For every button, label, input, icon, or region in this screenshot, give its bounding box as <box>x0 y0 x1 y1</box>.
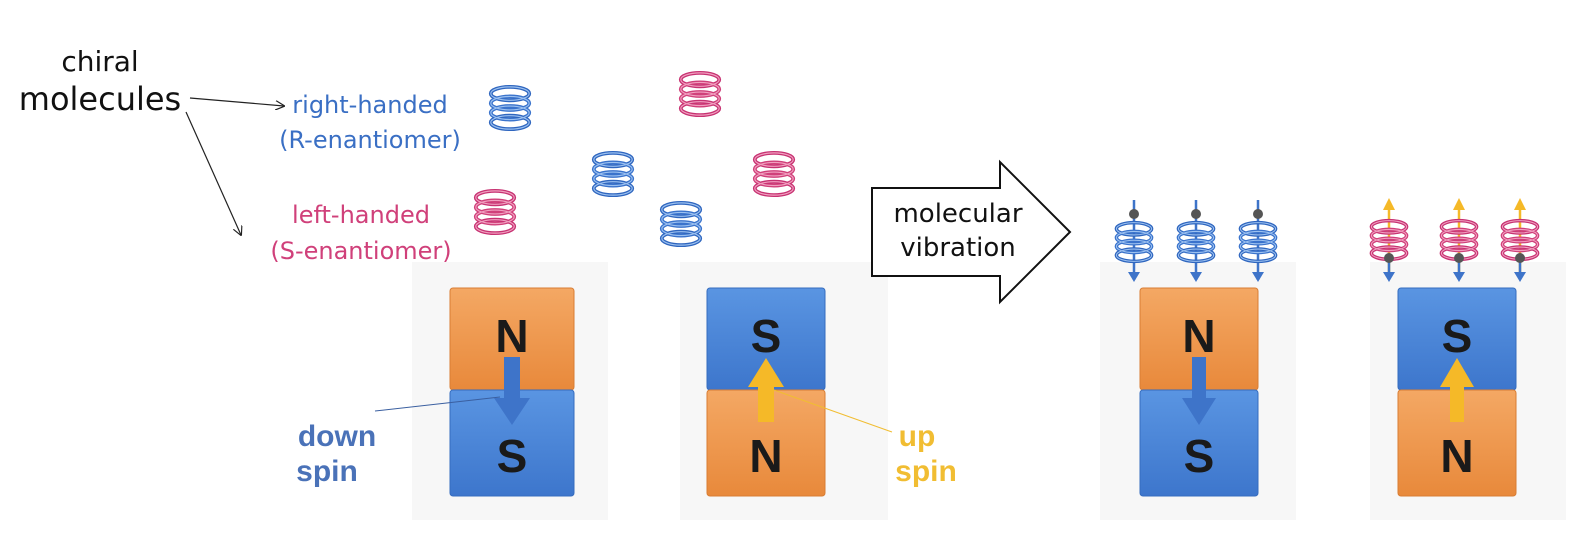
down-spin-arrow-icon <box>1182 357 1216 425</box>
right-handed-molecule-icon <box>488 84 532 132</box>
magnet-south-label: S <box>1184 430 1215 482</box>
adsorbed-right-handed-molecules <box>1116 200 1275 282</box>
magnet-with-right-handed-molecules: N S <box>1100 262 1296 520</box>
magnet-south-label: S <box>497 430 528 482</box>
s-enantiomer-label: (S-enantiomer) <box>270 237 451 265</box>
up-spin-pointer <box>773 389 893 433</box>
left-handed-molecule-icon <box>678 70 722 118</box>
down-spin-pointer <box>374 396 501 412</box>
left-handed-molecule-icon <box>473 188 517 236</box>
vibration-label-line1: molecular <box>893 199 1022 229</box>
right-handed-molecule-icon <box>1240 200 1275 282</box>
magnet-north-label: N <box>1440 430 1473 482</box>
up-spin-arrow-icon <box>1440 358 1474 422</box>
right-handed-molecule-icon <box>591 150 635 198</box>
magnet-south-label: S <box>1442 310 1473 362</box>
up-spin-arrow-icon <box>748 358 784 422</box>
down-label: down <box>298 420 376 453</box>
left-handed-label: left-handed <box>292 201 430 229</box>
chiral-label: chiral <box>61 45 138 78</box>
left-handed-molecule-icon <box>1439 198 1479 282</box>
pointer-to-left-handed <box>185 111 241 235</box>
right-handed-molecule-icon <box>1116 200 1151 282</box>
vibration-label-line2: vibration <box>900 233 1016 263</box>
adsorbed-left-handed-molecules <box>1369 198 1540 282</box>
left-handed-molecule-icon <box>1369 198 1409 282</box>
magnet-down-spin: N S <box>412 262 608 520</box>
magnet-north-label: N <box>1182 310 1215 362</box>
magnet-south-label: S <box>751 310 782 362</box>
magnet-with-left-handed-molecules: S N <box>1370 262 1566 520</box>
pointer-to-right-handed <box>189 97 284 106</box>
left-handed-molecule-icon <box>752 150 796 198</box>
up-label: up <box>899 420 936 453</box>
molecules-label: molecules <box>19 80 181 118</box>
magnet-north-label: N <box>749 430 782 482</box>
r-enantiomer-label: (R-enantiomer) <box>279 126 461 154</box>
molecular-vibration-arrow: molecular vibration <box>871 159 1072 305</box>
magnet-north-label: N <box>495 310 528 362</box>
down-spin-label: spin <box>296 455 358 488</box>
up-spin-label: spin <box>895 455 957 488</box>
right-handed-molecule-icon <box>659 200 703 248</box>
left-handed-molecule-icon <box>1500 198 1540 282</box>
right-handed-label: right-handed <box>292 91 447 119</box>
right-handed-molecule-icon <box>1178 200 1213 282</box>
magnet-up-spin: S N <box>680 262 888 520</box>
down-spin-arrow-icon <box>494 357 530 425</box>
